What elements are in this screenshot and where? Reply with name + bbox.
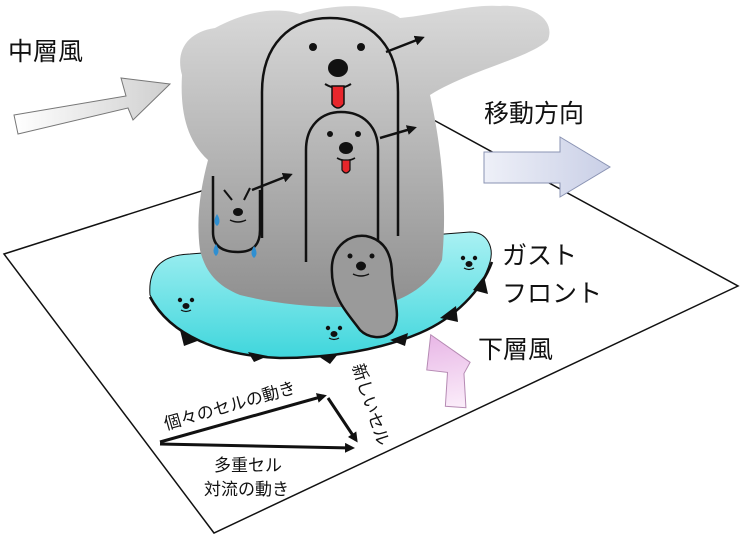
- gust-front-teeth: [180, 276, 488, 364]
- seal-face-small-icon: [325, 325, 343, 341]
- seal-face-icon: [327, 131, 361, 174]
- movement-direction-label: 移動方向: [484, 99, 584, 128]
- mid-level-wind-label: 中層風: [8, 37, 83, 66]
- seal-face-icon: [309, 43, 365, 109]
- mid-level-wind-arrow: [13, 77, 172, 135]
- storm-cloud: [180, 5, 550, 307]
- gust-front-label-line2: フロント: [502, 279, 602, 308]
- low-level-wind-label: 下層風: [478, 335, 553, 364]
- multicell-motion-label-line2: 対流の動き: [204, 480, 289, 500]
- cell-1-outline: [260, 16, 400, 238]
- crying-seal-face-icon: [213, 187, 257, 258]
- cell-2-outline: [304, 110, 380, 262]
- dying-cell-outline: [211, 176, 262, 254]
- cell-3-outline: [330, 234, 399, 339]
- new-cell-vector: [326, 397, 358, 443]
- multicell-motion-vector: [159, 442, 355, 453]
- seal-face-small-icon: [460, 255, 478, 271]
- seal-face-icon: [347, 253, 375, 277]
- gust-front-label-line1: ガスト: [502, 241, 577, 270]
- movement-direction-arrow: [483, 136, 611, 198]
- cell-2-motion-arrow: [379, 125, 417, 140]
- low-level-wind-arrow: [426, 333, 471, 409]
- cell-1-motion-arrow: [385, 35, 425, 54]
- dying-cell-motion-arrow: [251, 172, 293, 192]
- individual-cell-motion-vector: [159, 393, 327, 444]
- seal-face-small-icon: [177, 297, 195, 313]
- multicell-motion-label-line1: 多重セル: [214, 456, 282, 476]
